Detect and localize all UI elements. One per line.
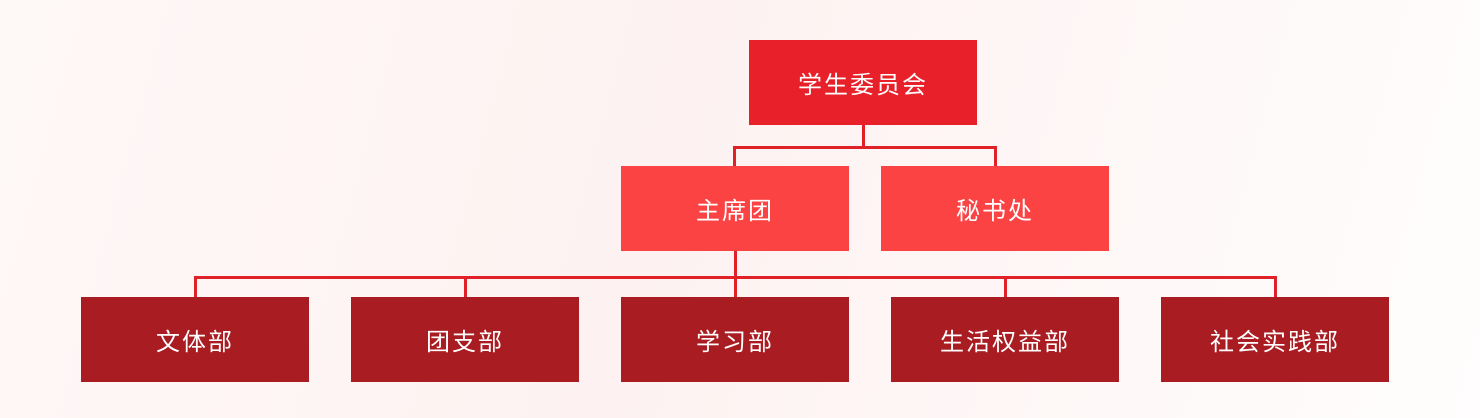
connector-secretariat-drop: [994, 146, 997, 166]
connector-social-practice-drop: [1274, 276, 1277, 297]
connector-presidium-down: [734, 251, 737, 279]
connector-presidium-drop: [733, 146, 736, 166]
connector-league-branch-drop: [464, 276, 467, 297]
node-social-practice-dept[interactable]: 社会实践部: [1161, 297, 1389, 382]
connector-root-drop: [862, 125, 865, 148]
node-presidium[interactable]: 主席团: [621, 166, 849, 251]
connector-level2-bus: [733, 146, 997, 149]
connector-culture-sports-drop: [194, 276, 197, 297]
connector-study-dept-drop: [734, 276, 737, 297]
node-life-rights-dept[interactable]: 生活权益部: [891, 297, 1119, 382]
node-student-committee[interactable]: 学生委员会: [749, 40, 977, 125]
node-league-branch[interactable]: 团支部: [351, 297, 579, 382]
node-study-dept[interactable]: 学习部: [621, 297, 849, 382]
connector-life-rights-drop: [1004, 276, 1007, 297]
node-secretariat[interactable]: 秘书处: [881, 166, 1109, 251]
node-culture-sports-dept[interactable]: 文体部: [81, 297, 309, 382]
